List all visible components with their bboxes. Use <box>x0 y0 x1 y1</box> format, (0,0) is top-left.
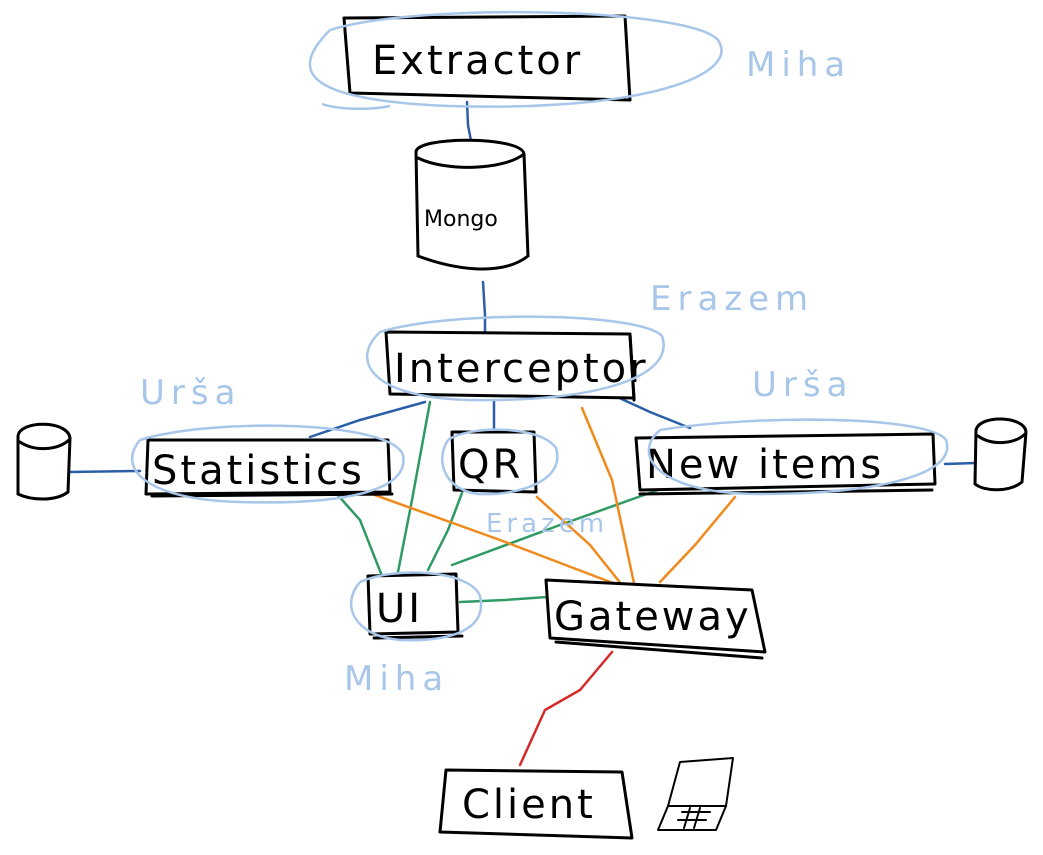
link-statistics-db <box>66 469 142 474</box>
new-items-label: New items <box>646 442 884 488</box>
ui-owner-label: Miha <box>344 659 449 699</box>
mongo-database: Mongo <box>414 138 530 271</box>
mongo-label: Mongo <box>424 207 498 232</box>
link-interceptor-statistics <box>308 400 427 439</box>
client-label: Client <box>462 782 596 828</box>
statistics-owner-label: Urša <box>140 373 241 413</box>
qr-ring <box>441 428 559 496</box>
link-ui-qr <box>426 491 464 572</box>
laptop-icon <box>657 757 734 831</box>
ui-node: UI <box>366 572 464 640</box>
new-items-owner-label: Urša <box>752 365 853 405</box>
interceptor-ring <box>365 315 665 402</box>
qr-owner-label: Erazem <box>486 509 608 539</box>
link-ui-new-items <box>450 488 660 567</box>
extractor-node: Extractor <box>342 14 632 102</box>
link-ui-statistics <box>333 490 384 578</box>
statistics-db-icon <box>16 422 72 501</box>
link-gateway-qr <box>535 495 624 587</box>
qr-label: QR <box>458 442 523 488</box>
link-interceptor-new-items <box>613 394 692 430</box>
new-items-ring <box>647 418 949 496</box>
interceptor-label: Interceptor <box>394 346 649 392</box>
link-new-items-db <box>943 461 977 466</box>
link-gateway-statistics <box>370 492 620 587</box>
gateway-label: Gateway <box>554 594 752 640</box>
interceptor-owner-label: Erazem <box>650 279 814 319</box>
link-ui-gateway <box>458 595 549 604</box>
extractor-owner-label: Miha <box>746 45 851 85</box>
new-items-node: New items <box>634 432 937 496</box>
extractor-ring <box>308 10 723 111</box>
ui-ring <box>349 571 483 642</box>
client-node: Client <box>438 768 634 840</box>
statistics-node: Statistics <box>144 438 394 498</box>
link-gateway-interceptor <box>580 406 637 590</box>
gateway-node: Gateway <box>544 578 767 660</box>
link-ui-interceptor <box>396 400 432 574</box>
link-client-gateway <box>518 650 614 767</box>
statistics-label: Statistics <box>152 448 365 494</box>
qr-node: QR <box>450 430 538 494</box>
new-items-db-icon <box>973 417 1028 492</box>
edges <box>66 100 977 767</box>
extractor-label: Extractor <box>372 38 583 84</box>
ui-label: UI <box>376 586 423 632</box>
statistics-ring <box>130 424 405 504</box>
link-gateway-new-items <box>658 495 737 584</box>
team-rings <box>130 10 949 642</box>
interceptor-node: Interceptor <box>384 330 649 402</box>
team-labels: Miha Erazem Urša Urša Erazem Miha <box>140 45 853 699</box>
